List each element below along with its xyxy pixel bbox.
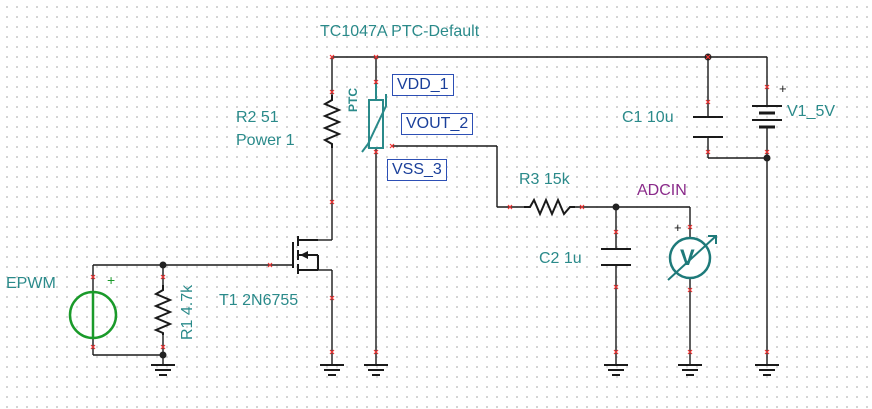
c1-label: C1 10u [622, 109, 674, 126]
ground-symbols [151, 364, 779, 376]
t1-label: T1 2N6755 [219, 292, 299, 309]
adcin-label: ADCIN [637, 182, 687, 199]
r1-label: R1 4.7k [179, 284, 196, 340]
epwm-label: EPWM [6, 275, 56, 292]
node-adcin [612, 203, 620, 211]
junction-nodes [159, 53, 771, 359]
r2-sublabel: Power 1 [236, 132, 295, 149]
ground-icon [755, 364, 779, 376]
battery-v1[interactable] [752, 105, 782, 130]
ptc-device-title: TC1047A PTC-Default [320, 23, 480, 40]
resistor-r1[interactable] [153, 285, 173, 335]
v1-plus-icon: + [779, 81, 787, 96]
net-label-vdd[interactable]: VDD_1 [392, 74, 454, 96]
epwm-source[interactable] [68, 290, 118, 340]
ground-icon [320, 364, 344, 376]
voltmeter[interactable] [667, 235, 717, 281]
r2-label: R2 51 [236, 109, 279, 126]
v1-label: V1_5V [787, 103, 836, 120]
ground-icon [604, 364, 628, 376]
voltmeter-symbol: V [680, 245, 695, 270]
node-c1-bottom [763, 154, 771, 162]
resistor-r2[interactable] [322, 95, 342, 148]
node-gate [159, 261, 167, 269]
node-epwm-ground [159, 351, 167, 359]
ground-icon [151, 364, 175, 376]
capacitor-c2[interactable] [601, 248, 631, 266]
resistor-r3[interactable] [524, 197, 575, 217]
mosfet-t1[interactable] [292, 236, 319, 274]
ground-icon [678, 364, 702, 376]
ptc-thermistor[interactable] [361, 84, 387, 153]
r3-label: R3 15k [519, 171, 570, 188]
net-label-vss[interactable]: VSS_3 [387, 159, 447, 181]
voltmeter-plus-icon: + [674, 220, 682, 235]
net-label-vout[interactable]: VOUT_2 [401, 113, 474, 135]
pin-markers [90, 54, 770, 355]
capacitor-c1[interactable] [693, 116, 723, 138]
epwm-plus-icon: + [107, 272, 116, 288]
ptc-symbol-text: PTC [346, 88, 360, 112]
c2-label: C2 1u [539, 250, 582, 267]
ground-icon [364, 364, 388, 376]
wires [92, 56, 768, 365]
